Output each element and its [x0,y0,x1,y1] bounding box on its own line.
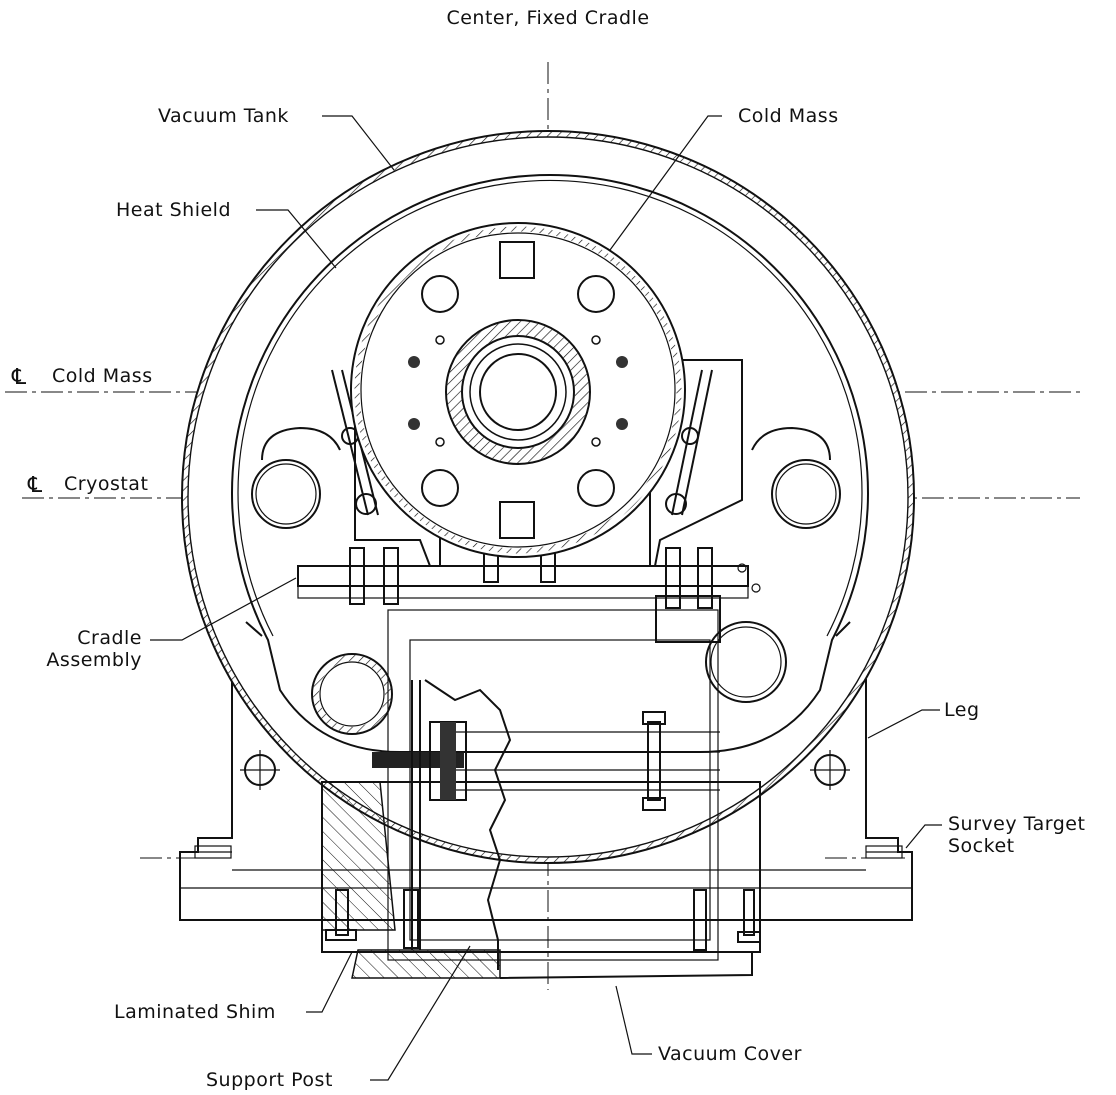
heat-shield [231,174,869,753]
label-cl-cryostat: Cryostat [64,473,148,495]
label-cold-mass: Cold Mass [738,105,839,127]
label-support-post: Support Post [206,1069,333,1091]
support-post-structure [321,609,761,979]
label-leg: Leg [944,699,980,721]
label-vacuum-tank: Vacuum Tank [158,105,289,127]
diagram-title: Center, Fixed Cradle [446,7,649,29]
label-survey-target: Survey Target [948,813,1085,835]
label-heat-shield: Heat Shield [116,199,231,221]
label-cl-cold-mass: Cold Mass [52,365,153,387]
centerline-symbol: ℄ [11,365,27,390]
cryogen-pipes [251,426,841,735]
leader-lines [150,115,942,1081]
cold-mass [350,222,686,558]
label-vacuum-cover: Vacuum Cover [658,1043,802,1065]
label-laminated-shim: Laminated Shim [114,1001,276,1023]
centerline-symbol: ℄ [27,473,43,498]
callout-labels: Vacuum Tank Cold Mass Heat Shield ℄ Cold… [11,105,1085,1091]
label-socket: Socket [948,835,1015,857]
label-assembly: Assembly [46,649,142,671]
label-cradle: Cradle [77,627,142,649]
